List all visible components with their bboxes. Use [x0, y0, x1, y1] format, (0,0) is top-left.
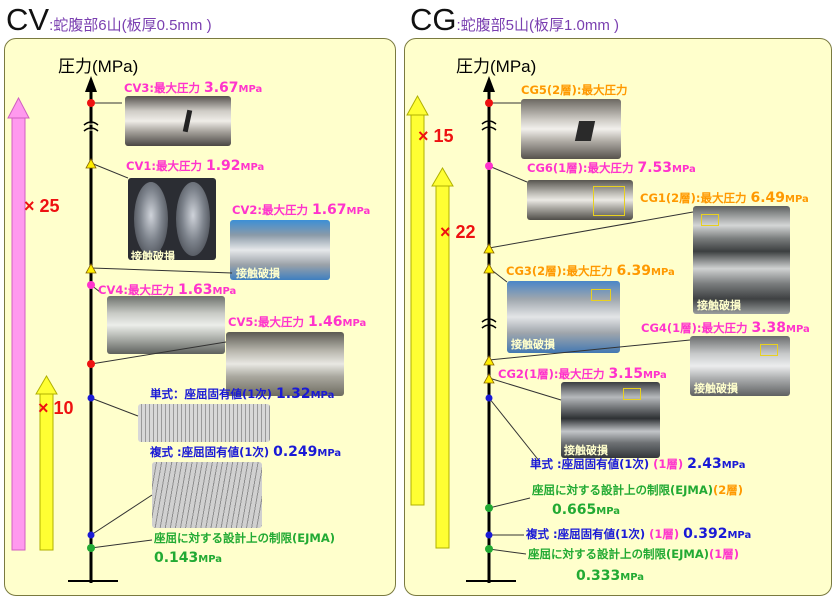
left-x10-arrow — [35, 375, 58, 551]
left-ejma-limit-label: 座屈に対する設計上の制限(EJMA) — [154, 531, 335, 545]
cv1-label: CV1:最大圧力 1.92MPa — [126, 158, 265, 174]
cv3-label: CV3:最大圧力 3.67MPa — [124, 80, 263, 96]
right-ejma-limit-1layer-label: 座屈に対する設計上の制限(EJMA)(1層) — [528, 547, 740, 561]
right-design-limit-2layer-value: 0.665MPa — [552, 502, 621, 518]
left-x25-arrow — [7, 96, 30, 551]
cg6-label: CG6(1層):最大圧力 7.53MPa — [527, 160, 696, 176]
right-ejma-limit-1layer-value: 0.333MPa — [576, 568, 645, 584]
left-ejma-limit-value: 0.143MPa — [154, 550, 223, 566]
cg3-photo — [507, 281, 620, 353]
cg2-photo — [561, 382, 660, 458]
right-heading-code: CG — [410, 2, 457, 37]
left-pressure-axis — [68, 76, 118, 583]
cg3-label: CG3(2層):最大圧力 6.39MPa — [506, 263, 675, 279]
cv2-damage-label: 接触破損 — [236, 267, 280, 280]
single-mesh-image — [138, 404, 270, 442]
cg4-damage-label: 接触破損 — [694, 382, 738, 395]
cg2-damage-label: 接触破損 — [564, 444, 608, 457]
cg5-photo — [521, 99, 621, 159]
cv1-photo — [128, 178, 216, 260]
cv2-photo — [230, 220, 330, 280]
right-heading-spec: :蛇腹部5山(板厚1.0mm ) — [456, 17, 620, 34]
double-mesh-image — [152, 462, 262, 528]
right-double-buckling-label: 複式 :座屈固有値(1次) (1層) 0.392MPa — [526, 526, 752, 542]
cv1-damage-label: 接触破損 — [131, 250, 175, 263]
right-markers — [483, 99, 495, 553]
cg3-damage-label: 接触破損 — [511, 338, 555, 351]
right-design-limit-2layer-label: 座屈に対する設計上の制限(EJMA)(2層) — [532, 483, 744, 497]
right-x15-arrow — [406, 94, 429, 506]
cv4-label: CV4:最大圧力 1.63MPa — [98, 282, 237, 298]
left-heading-code: CV — [6, 2, 50, 37]
left-factor-x10: × 10 — [38, 398, 74, 418]
cg1-photo — [693, 206, 790, 314]
cv5-photo — [226, 332, 344, 396]
cv2-label: CV2:最大圧力 1.67MPa — [232, 202, 371, 218]
cv4-photo — [107, 296, 225, 354]
left-factor-x25: × 25 — [24, 196, 60, 216]
left-leader-lines — [90, 102, 233, 549]
cg4-photo — [690, 336, 790, 396]
cg2-label: CG2(1層):最大圧力 3.15MPa — [498, 366, 667, 382]
right-heading: CG:蛇腹部5山(板厚1.0mm ) — [410, 2, 619, 38]
cg1-damage-label: 接触破損 — [697, 299, 741, 312]
cg6-photo — [527, 180, 633, 220]
left-heading: CV:蛇腹部6山(板厚0.5mm ) — [6, 2, 212, 38]
cg1-label: CG1(2層):最大圧力 6.49MPa — [640, 190, 809, 206]
right-factor-x15: × 15 — [418, 126, 454, 146]
right-factor-x22: × 22 — [440, 222, 476, 242]
cv3-photo — [125, 96, 231, 146]
left-double-buckling-label: 複式 :座屈固有値(1次) 0.249MPa — [150, 444, 342, 460]
right-leader-lines — [488, 102, 694, 555]
left-single-buckling-label: 単式：座屈固有値(1次) 1.32MPa — [150, 386, 335, 402]
left-axis-label: 圧力(MPa) — [58, 57, 139, 76]
left-heading-spec: :蛇腹部6山(板厚0.5mm ) — [49, 17, 212, 34]
right-axis-label: 圧力(MPa) — [456, 57, 537, 76]
cv5-label: CV5:最大圧力 1.46MPa — [228, 314, 367, 330]
cg4-label: CG4(1層):最大圧力 3.38MPa — [641, 320, 810, 336]
cg5-label: CG5(2層):最大圧力 — [521, 83, 628, 97]
right-x22-arrow — [431, 167, 454, 549]
left-markers — [85, 99, 97, 552]
right-single-buckling-label: 単式 :座屈固有値(1次) (1層) 2.43MPa — [530, 456, 746, 472]
